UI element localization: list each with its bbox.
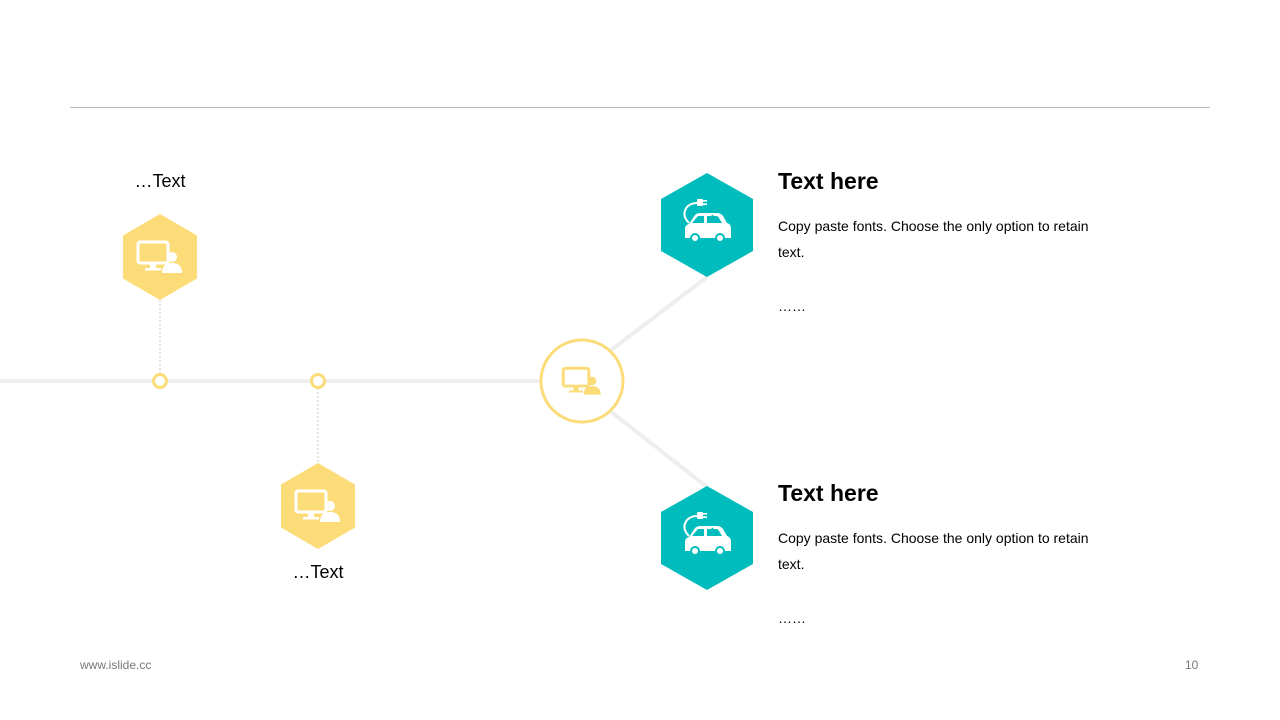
- item-1-ellipsis: ……: [778, 298, 806, 314]
- timeline-dot-2: [310, 373, 326, 389]
- branch-line-bottom: [608, 409, 709, 489]
- item-1-title: Text here: [778, 168, 879, 194]
- yellow-hexagon-1: [123, 214, 197, 300]
- item-2-title: Text here: [778, 480, 879, 506]
- top-divider: [70, 107, 1210, 108]
- teal-hexagon-2: [661, 486, 753, 590]
- branch-line-top: [608, 275, 709, 353]
- footer-website: www.islide.cc: [80, 658, 152, 672]
- timeline-dot-1: [152, 373, 168, 389]
- yellow-hexagon-2: [281, 463, 355, 549]
- teal-hexagon-1: [661, 173, 753, 277]
- item-2-ellipsis: ……: [778, 610, 806, 626]
- center-circle-node: [539, 338, 625, 424]
- page-number: 10: [1185, 658, 1199, 672]
- item-1-body: Copy paste fonts. Choose the only option…: [778, 218, 1089, 260]
- node-label-1: …Text: [134, 171, 186, 191]
- item-2-body: Copy paste fonts. Choose the only option…: [778, 530, 1089, 572]
- node-label-2: …Text: [292, 562, 344, 582]
